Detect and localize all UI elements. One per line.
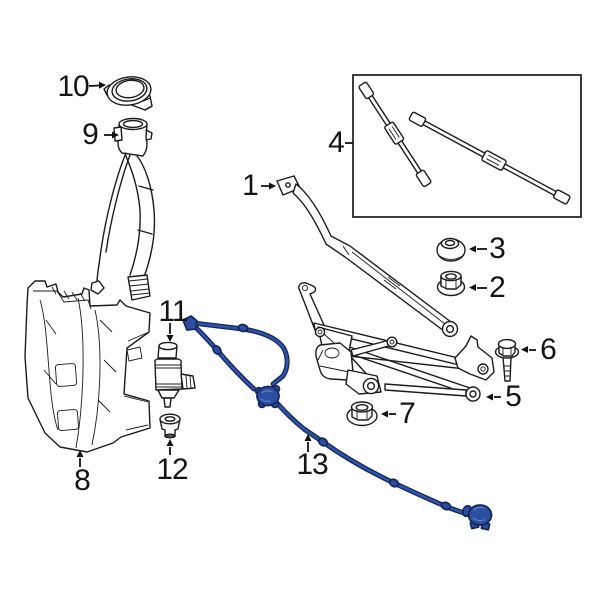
callout-4[interactable]: 4: [328, 126, 345, 159]
hose-clip: [388, 478, 400, 488]
callout-8[interactable]: 8: [74, 464, 91, 497]
callout-9[interactable]: 9: [82, 118, 99, 151]
wiper-arm-art[interactable]: [276, 175, 459, 338]
hose-end-fitting: [182, 315, 198, 331]
hose-clip: [317, 437, 329, 447]
callout-7[interactable]: 7: [399, 397, 416, 430]
linkage-bolt-art[interactable]: [494, 338, 520, 382]
callout-5[interactable]: 5: [505, 380, 522, 413]
washer-filler-neck-art[interactable]: [90, 117, 156, 301]
callout-13[interactable]: 13: [296, 448, 328, 481]
callout-arrows: [76, 81, 536, 467]
callout-2[interactable]: 2: [489, 271, 506, 304]
wiper-linkage-art[interactable]: [298, 282, 495, 402]
hose-tee-connector: [254, 384, 281, 409]
callout-3[interactable]: 3: [489, 232, 506, 265]
callout-1[interactable]: 1: [242, 169, 259, 202]
reservoir-cap-art[interactable]: [103, 74, 153, 111]
washer-pump-art[interactable]: [154, 341, 196, 408]
hose-clip: [237, 323, 249, 333]
callout-10[interactable]: 10: [57, 70, 89, 103]
callout-6[interactable]: 6: [540, 333, 557, 366]
hose-clip: [212, 344, 222, 356]
wiper-arm-nut-art[interactable]: [436, 270, 466, 297]
hose-clip: [440, 501, 452, 511]
washer-nozzle: [461, 504, 493, 531]
linkage-nut-art[interactable]: [346, 401, 378, 427]
pump-grommet-art[interactable]: [159, 413, 181, 439]
washer-reservoir-art[interactable]: [24, 280, 151, 453]
callout-11[interactable]: 11: [158, 295, 188, 328]
callout-12[interactable]: 12: [156, 453, 188, 486]
pivot-cap-art[interactable]: [436, 237, 466, 262]
wiper-blade-set-box[interactable]: [352, 74, 582, 218]
washer-hose-art[interactable]: [182, 315, 493, 531]
